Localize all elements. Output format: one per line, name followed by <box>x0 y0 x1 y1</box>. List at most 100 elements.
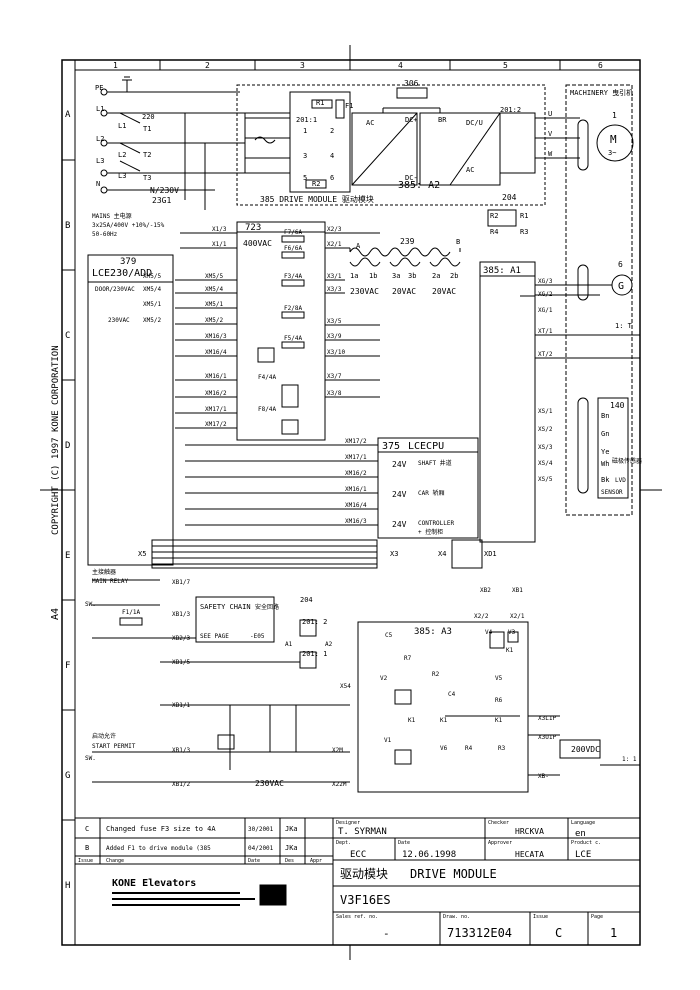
a3-pin-x21: X2/1 <box>510 613 525 620</box>
connector-x3: X3 <box>390 550 398 558</box>
contact-l3: L3 <box>118 172 126 180</box>
col-label-3: 3 <box>300 61 305 70</box>
checker-value: HRCKVA <box>515 827 544 836</box>
lcecpu-pin-17-1: XM17/1 <box>345 454 367 461</box>
row-label-d: D <box>65 441 70 451</box>
sensor-lvd: LVD <box>615 477 626 484</box>
pin-x3-7: X3/7 <box>327 373 342 380</box>
drawing-title: DRIVE MODULE <box>410 867 497 881</box>
fuse-f4: F4/4A <box>258 374 276 381</box>
sensor-box-num: 140 <box>610 401 625 410</box>
pin-xm16-1: XM16/1 <box>205 373 227 380</box>
pin-2a: 2a <box>432 272 440 280</box>
copyright-text: COPYRIGHT (C) 1997 KONE CORPORATION <box>51 345 61 535</box>
fuse-f1-1a: F1/1A <box>122 609 140 616</box>
pin-x3-3: X3/3 <box>327 286 342 293</box>
motor-label: M <box>610 133 617 146</box>
a3-v2: V2 <box>380 675 388 682</box>
rev-header-des: Des <box>285 858 294 864</box>
contact-l1: L1 <box>118 122 126 130</box>
mains-freq: 50-60Hz <box>92 231 118 238</box>
col-label-4: 4 <box>398 61 403 70</box>
connector-x5: X5 <box>138 550 146 558</box>
a3-r6: R6 <box>495 697 503 704</box>
see-page-label: SEE PAGE <box>200 633 229 640</box>
sensor-pin-bn: Bn <box>601 412 609 420</box>
relay-2012-safety: 201: 2 <box>302 618 327 626</box>
a3-v3: V3 <box>508 629 516 636</box>
doc-code: V3F16ES <box>340 893 391 907</box>
power-input <box>100 76 245 210</box>
a1-pin-xg2: XG/2 <box>538 291 553 298</box>
transformer-220: 220 <box>142 113 155 121</box>
revision-table <box>74 817 334 865</box>
xb-pin-1-2: XB1/2 <box>172 781 190 788</box>
lcecpu-pin-16-4: XM16/4 <box>345 502 367 509</box>
approver-label: Approver <box>488 840 512 846</box>
title-block <box>112 817 641 946</box>
rev-c-by: JKa <box>285 825 298 833</box>
a3-pin-x3l1p: X3L1P <box>538 715 556 722</box>
a3-pin-x22: X2/2 <box>474 613 489 620</box>
paper-size-label: A4 <box>50 608 61 620</box>
lcecpu-board <box>185 437 479 539</box>
main-relay-label: MAIN RELAY <box>92 578 129 585</box>
draw-no-label: Draw. no. <box>443 914 470 920</box>
l3-label: L3 <box>96 157 104 165</box>
designer-value: T. SYRMAN <box>338 827 387 837</box>
xb-pin-1-1: XB1/1 <box>172 702 190 709</box>
drive-module-label: 385 DRIVE MODULE 驱动模块 <box>260 194 374 204</box>
sensor-cn: 磁极传感器 <box>612 457 642 465</box>
board-723-title: 723 <box>245 223 261 233</box>
lcecpu-pin-16-1: XM16/1 <box>345 486 367 493</box>
ac-label: AC <box>366 119 374 127</box>
out-230vac: 230VAC <box>350 287 379 296</box>
tap-a: A <box>356 242 361 250</box>
lcecpu-ctrl-label-cn: + 控制柜 <box>418 528 443 536</box>
fuse-f8: F8/4A <box>258 406 276 413</box>
rev-c-date: 30/2001 <box>248 826 274 833</box>
motor-symbol <box>596 124 634 162</box>
date-value: 12.06.1998 <box>402 850 456 860</box>
mains-rating: 3x25A/400V +10%/-15% <box>92 222 165 229</box>
rev-b-date: 04/2001 <box>248 845 274 852</box>
page-label: Page <box>591 914 603 920</box>
see-page-ref: -E05 <box>250 633 265 640</box>
pin-3: 3 <box>303 152 307 160</box>
ribbon-cables <box>151 539 483 569</box>
l1-label: L1 <box>96 105 104 113</box>
a3-k1-c: K1 <box>440 717 448 724</box>
rev-header-date: Date <box>248 858 260 864</box>
brake-res-r2: R2 <box>490 212 498 220</box>
a3-k1-d: K1 <box>495 717 503 724</box>
coil-a1: A1 <box>285 641 293 648</box>
main-relay-cn: 主接触器 <box>92 568 116 576</box>
sensor-pin-bk: Bk <box>601 476 610 484</box>
draw-no-value: 713312E04 <box>447 926 512 940</box>
safety-x54: X54 <box>340 683 351 690</box>
rev-header-appr: Appr <box>310 858 322 864</box>
a3-board <box>357 621 640 793</box>
fuse-f7: F7/6A <box>284 229 302 236</box>
pin-xm16-2: XM16/2 <box>205 390 227 397</box>
a3-pin-xb-: XB- <box>538 773 549 780</box>
lcecpu-24v-car: 24V <box>392 490 407 499</box>
tacho-num: 6 <box>618 260 623 269</box>
pin-x3-10: X3/10 <box>327 349 345 356</box>
l2-label: L2 <box>96 135 104 143</box>
lce230-pin-2: XM5/2 <box>143 317 161 324</box>
company-name: KONE Elevators <box>112 878 196 889</box>
n-label: N <box>96 180 100 188</box>
pin-x3-5: X3/5 <box>327 318 342 325</box>
a1-pin-xs5: XS/5 <box>538 476 553 483</box>
tacho-label: G <box>618 281 624 292</box>
pin-5: 5 <box>303 174 307 182</box>
dept-value: ECC <box>350 850 366 860</box>
a3-pin-xb1: XB1 <box>512 587 523 594</box>
brake-res-r3: R3 <box>520 228 528 236</box>
xb-pin-1-7: XB1/7 <box>172 579 190 586</box>
motor-num: 1 <box>612 111 617 120</box>
pin-2b: 2b <box>450 272 458 280</box>
pin-x3-1: X3/1 <box>327 273 342 280</box>
